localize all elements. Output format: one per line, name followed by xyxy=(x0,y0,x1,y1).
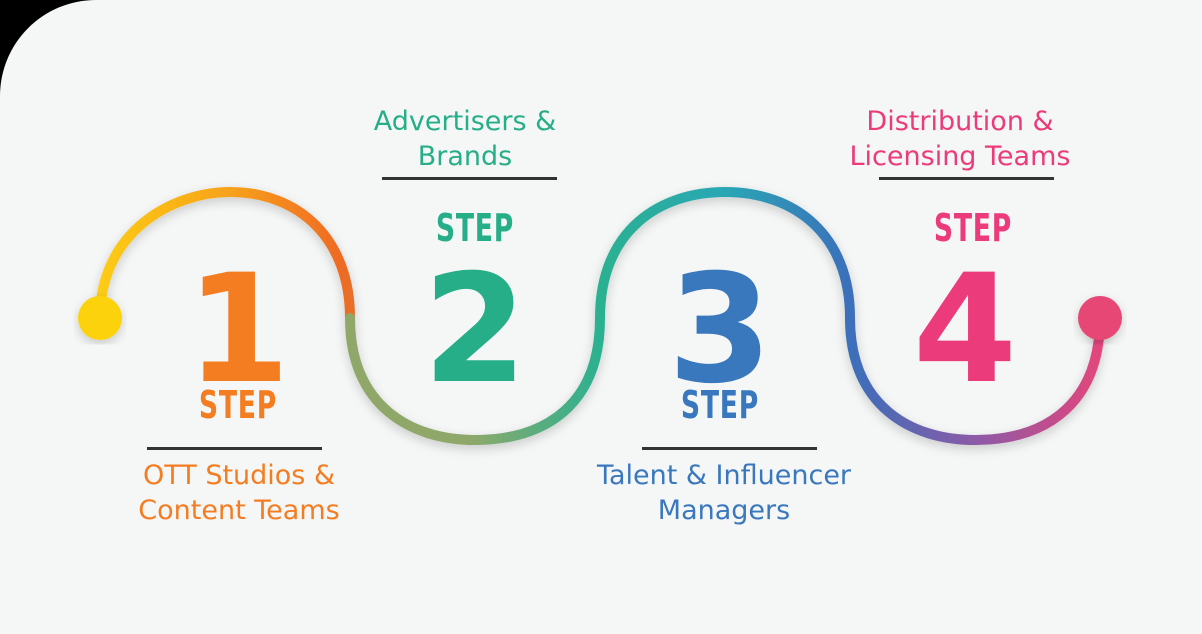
step-2-title-line2: Brands xyxy=(417,141,513,172)
wave-segment-2 xyxy=(345,313,605,446)
step-3-divider xyxy=(642,447,817,450)
step-2-divider xyxy=(382,177,557,180)
step-2-label: STEP xyxy=(435,206,515,250)
step-3-title-line1: Talent & Influencer xyxy=(596,460,852,491)
step-3-number: 3 xyxy=(667,243,773,417)
step-4-title-line2: Licensing Teams xyxy=(849,141,1071,172)
step-1-title-line1: OTT Studios & xyxy=(142,460,336,491)
end-dot xyxy=(1078,296,1122,340)
step-1-divider xyxy=(147,447,322,450)
wave-segment-3 xyxy=(595,186,855,323)
step-2-title-line1: Advertisers & xyxy=(373,106,557,137)
step-3-label: STEP xyxy=(680,383,760,427)
step-1-title-line2: Content Teams xyxy=(138,495,340,526)
step-4-divider xyxy=(879,177,1054,180)
step-1-number: 1 xyxy=(185,243,291,417)
step-3-title-line2: Managers xyxy=(657,495,791,526)
step-2-number: 2 xyxy=(422,243,528,417)
wave-segment-1 xyxy=(95,186,355,323)
wave-segment-4 xyxy=(845,313,1105,446)
step-4-label: STEP xyxy=(933,206,1013,250)
start-dot xyxy=(78,296,122,340)
step-4-number: 4 xyxy=(912,243,1018,417)
step-1-label: STEP xyxy=(198,383,278,427)
step-4-title-line1: Distribution & xyxy=(866,106,1054,137)
